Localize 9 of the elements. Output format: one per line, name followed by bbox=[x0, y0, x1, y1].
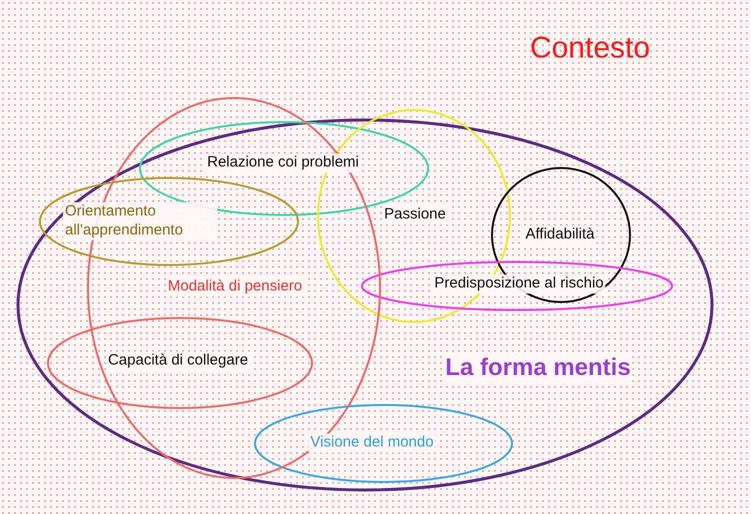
area-title: Contesto bbox=[530, 30, 650, 66]
set-label: Visione del mondo bbox=[308, 434, 436, 452]
set-label: Passione bbox=[382, 206, 448, 224]
set-label: Relazione coi problemi bbox=[205, 154, 361, 172]
set-label: La forma mentis bbox=[443, 353, 633, 383]
set-label: Orientamento all'apprendimento bbox=[63, 202, 217, 240]
set-label: Affidabilità bbox=[524, 226, 596, 244]
set-label: Capacità di collegare bbox=[106, 352, 250, 370]
set-label: Predisposizione al rischio bbox=[432, 274, 606, 294]
